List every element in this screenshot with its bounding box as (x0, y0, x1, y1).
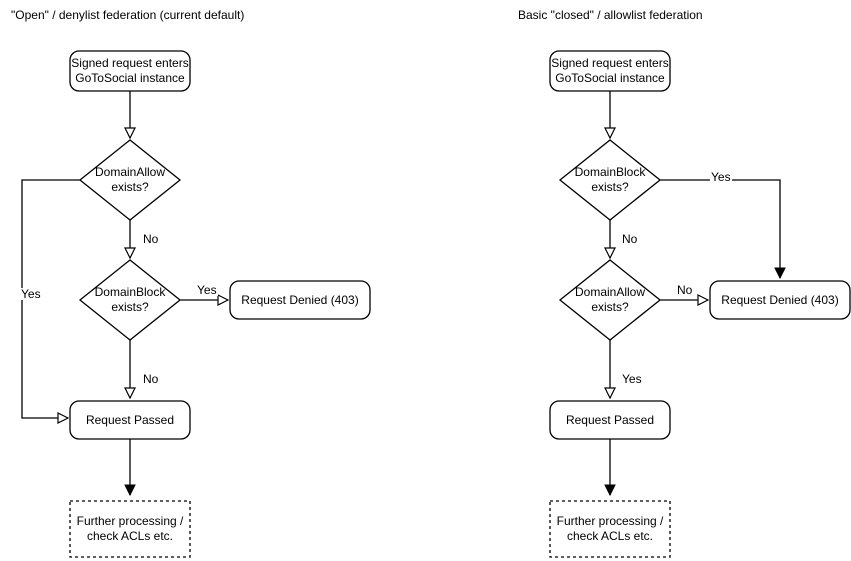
left-denied-box-shape (229, 280, 371, 320)
left-edge-label-domainblock-yes: Yes (196, 283, 218, 297)
right-start-node-label: Signed request enters GoToSocial instanc… (551, 56, 669, 85)
right-denied-node-label: Request Denied (403) (721, 292, 839, 307)
left-edge-label-domainblock-no: No (142, 372, 160, 386)
right-edge-label-domainblock-no: No (621, 232, 639, 246)
left-further-node-label: Further processing / check ACLs etc. (76, 514, 184, 543)
right-decision-domainallow-label: DomainAllow exists? (574, 285, 646, 314)
right-further-node-label: Further processing / check ACLs etc. (556, 514, 664, 543)
right-edge-label-domainallow-no: No (676, 283, 694, 297)
left-diagram-title: "Open" / denylist federation (current de… (11, 8, 245, 22)
left-passed-node-label: Request Passed (85, 412, 175, 427)
left-denied-node-label: Request Denied (403) (241, 292, 359, 307)
right-passed-node-label: Request Passed (565, 412, 655, 427)
right-diagram-title: Basic "closed" / allowlist federation (518, 8, 703, 22)
right-further-box-shape (549, 500, 671, 558)
left-decision-domainblock-label: DomainBlock exists? (94, 285, 166, 314)
left-further-box-shape (69, 500, 191, 558)
right-edge-label-domainallow-yes: Yes (621, 372, 643, 386)
right-edge-domainblock-yes-to-denied (660, 179, 780, 278)
left-decision-domainallow-label: DomainAllow exists? (94, 165, 166, 194)
left-start-node-label: Signed request enters GoToSocial instanc… (71, 56, 189, 85)
right-decision-domainblock-label: DomainBlock exists? (574, 165, 646, 194)
left-edge-label-domainallow-yes: Yes (20, 287, 42, 301)
left-edge-label-domainallow-no: No (142, 232, 160, 246)
right-denied-box-shape (709, 280, 851, 320)
right-edge-label-domainblock-yes: Yes (710, 170, 732, 184)
